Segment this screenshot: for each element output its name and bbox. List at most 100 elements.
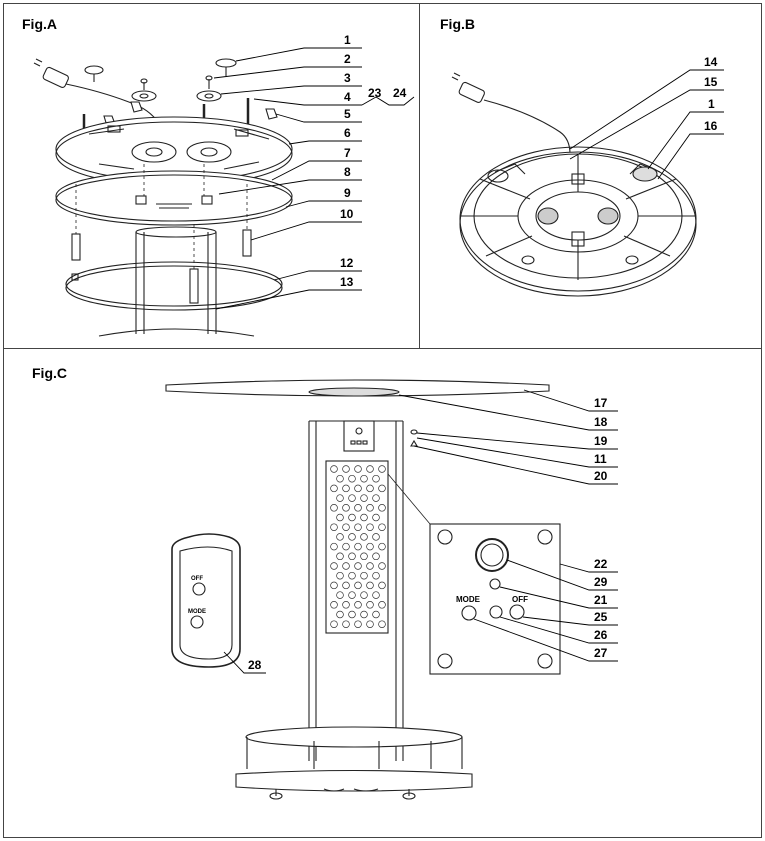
panel-off-label: OFF <box>512 595 528 604</box>
pole-part-13 <box>98 226 255 337</box>
grille-hole <box>330 523 338 531</box>
callout-c-21: 21 <box>594 593 608 607</box>
callout-c-20: 20 <box>594 469 608 483</box>
grille-hole <box>378 620 386 628</box>
power-plug-b <box>451 72 571 155</box>
figure-b-callouts: 14 15 1 16 <box>704 55 718 133</box>
grille-hole <box>348 533 356 541</box>
grille-hole <box>360 533 368 541</box>
grille-hole <box>330 601 338 609</box>
grille-hole <box>354 484 362 493</box>
grille-hole <box>378 465 386 473</box>
grille-hole <box>330 465 338 473</box>
power-knob-part-29 <box>475 538 509 572</box>
grille-hole <box>360 591 368 599</box>
callout-a-2: 2 <box>344 52 351 66</box>
grille-hole <box>348 513 356 522</box>
glass-top-part-17 <box>165 379 550 397</box>
grille-hole <box>372 610 380 619</box>
grille-hole <box>360 552 368 561</box>
grille-hole <box>372 571 380 580</box>
grille-hole <box>336 513 344 522</box>
grille-hole <box>348 571 356 580</box>
callout-b-15: 15 <box>704 75 718 89</box>
figure-a-leader-lines <box>213 47 415 310</box>
grille-hole <box>330 562 338 570</box>
grille-hole <box>366 504 374 512</box>
grille-hole <box>360 513 368 522</box>
grille-hole <box>330 542 338 551</box>
grille-hole <box>366 581 374 590</box>
grille-hole <box>378 601 386 609</box>
figure-c-assembled-view: MODE OFF OFF MODE 17 18 19 11 20 22 29 <box>165 379 618 800</box>
base-plate-assembled <box>235 769 473 800</box>
grille-hole <box>360 474 368 483</box>
grille-hole <box>366 601 374 609</box>
callout-c-25: 25 <box>594 610 608 624</box>
grille-hole <box>354 581 362 590</box>
callout-a-23: 23 <box>368 86 382 100</box>
grille-hole <box>336 610 344 619</box>
grille-hole <box>366 465 374 473</box>
grille-hole <box>342 484 350 493</box>
grille-hole <box>336 474 344 483</box>
grille-hole <box>372 513 380 522</box>
grille-hole <box>372 533 380 541</box>
callout-a-5: 5 <box>344 107 351 121</box>
remote-mode-label: MODE <box>188 609 206 615</box>
grille-hole <box>354 504 362 512</box>
grille-hole <box>378 542 386 551</box>
assembly-guide-lines <box>75 164 248 269</box>
remote-off-label: OFF <box>191 576 203 582</box>
screw-part-2 <box>205 75 213 89</box>
grille-hole <box>366 562 374 570</box>
small-parts-19-20 <box>410 429 418 447</box>
figure-b-leader-lines <box>569 69 724 180</box>
grille-hole <box>342 581 350 590</box>
button-part-25-26 <box>489 604 525 620</box>
figure-a-exploded-view: 1 2 3 4 23 24 5 6 7 8 9 10 12 13 <box>33 33 415 337</box>
grille-hole <box>348 494 356 502</box>
grille-hole <box>378 484 386 493</box>
callout-c-18: 18 <box>594 415 608 429</box>
washer-part-3 <box>131 78 222 102</box>
callout-c-29: 29 <box>594 575 608 589</box>
grille-hole <box>378 581 386 590</box>
grille-hole <box>336 533 344 541</box>
grille-hole <box>354 601 362 609</box>
grille-hole <box>342 523 350 531</box>
callout-b-1: 1 <box>708 97 715 111</box>
grille-hole <box>354 542 362 551</box>
grille-hole <box>330 484 338 493</box>
panel-mode-label: MODE <box>456 595 481 604</box>
grille-hole <box>348 591 356 599</box>
figure-c-panel: Fig.C <box>3 348 762 838</box>
grille-hole <box>366 620 374 628</box>
grille-hole <box>372 474 380 483</box>
grille-hole <box>330 620 338 628</box>
callout-c-26: 26 <box>594 628 608 642</box>
callout-a-9: 9 <box>344 186 351 200</box>
callout-c-17: 17 <box>594 396 608 410</box>
callout-a-6: 6 <box>344 126 351 140</box>
callout-a-12: 12 <box>340 256 354 270</box>
lower-ring-part-12 <box>65 261 283 311</box>
callout-b-16: 16 <box>704 119 718 133</box>
grille-hole <box>354 465 362 473</box>
callout-a-13: 13 <box>340 275 354 289</box>
ring-plate-part-7-8 <box>55 170 293 226</box>
callout-a-24: 24 <box>393 86 407 100</box>
callout-c-19: 19 <box>594 434 608 448</box>
figure-c-title: Fig.C <box>32 365 67 381</box>
figure-a-title: Fig.A <box>22 16 57 32</box>
grille-hole <box>336 571 344 580</box>
lower-ring-assembled <box>245 726 463 769</box>
indicator-light-part-21 <box>489 578 501 590</box>
figure-b-panel: Fig.B <box>419 3 762 349</box>
grille-hole <box>378 562 386 570</box>
callout-a-8: 8 <box>344 165 351 179</box>
grille-hole <box>330 581 338 590</box>
callout-b-14: 14 <box>704 55 718 69</box>
heater-grille <box>325 460 389 634</box>
grille-hole <box>342 465 350 473</box>
